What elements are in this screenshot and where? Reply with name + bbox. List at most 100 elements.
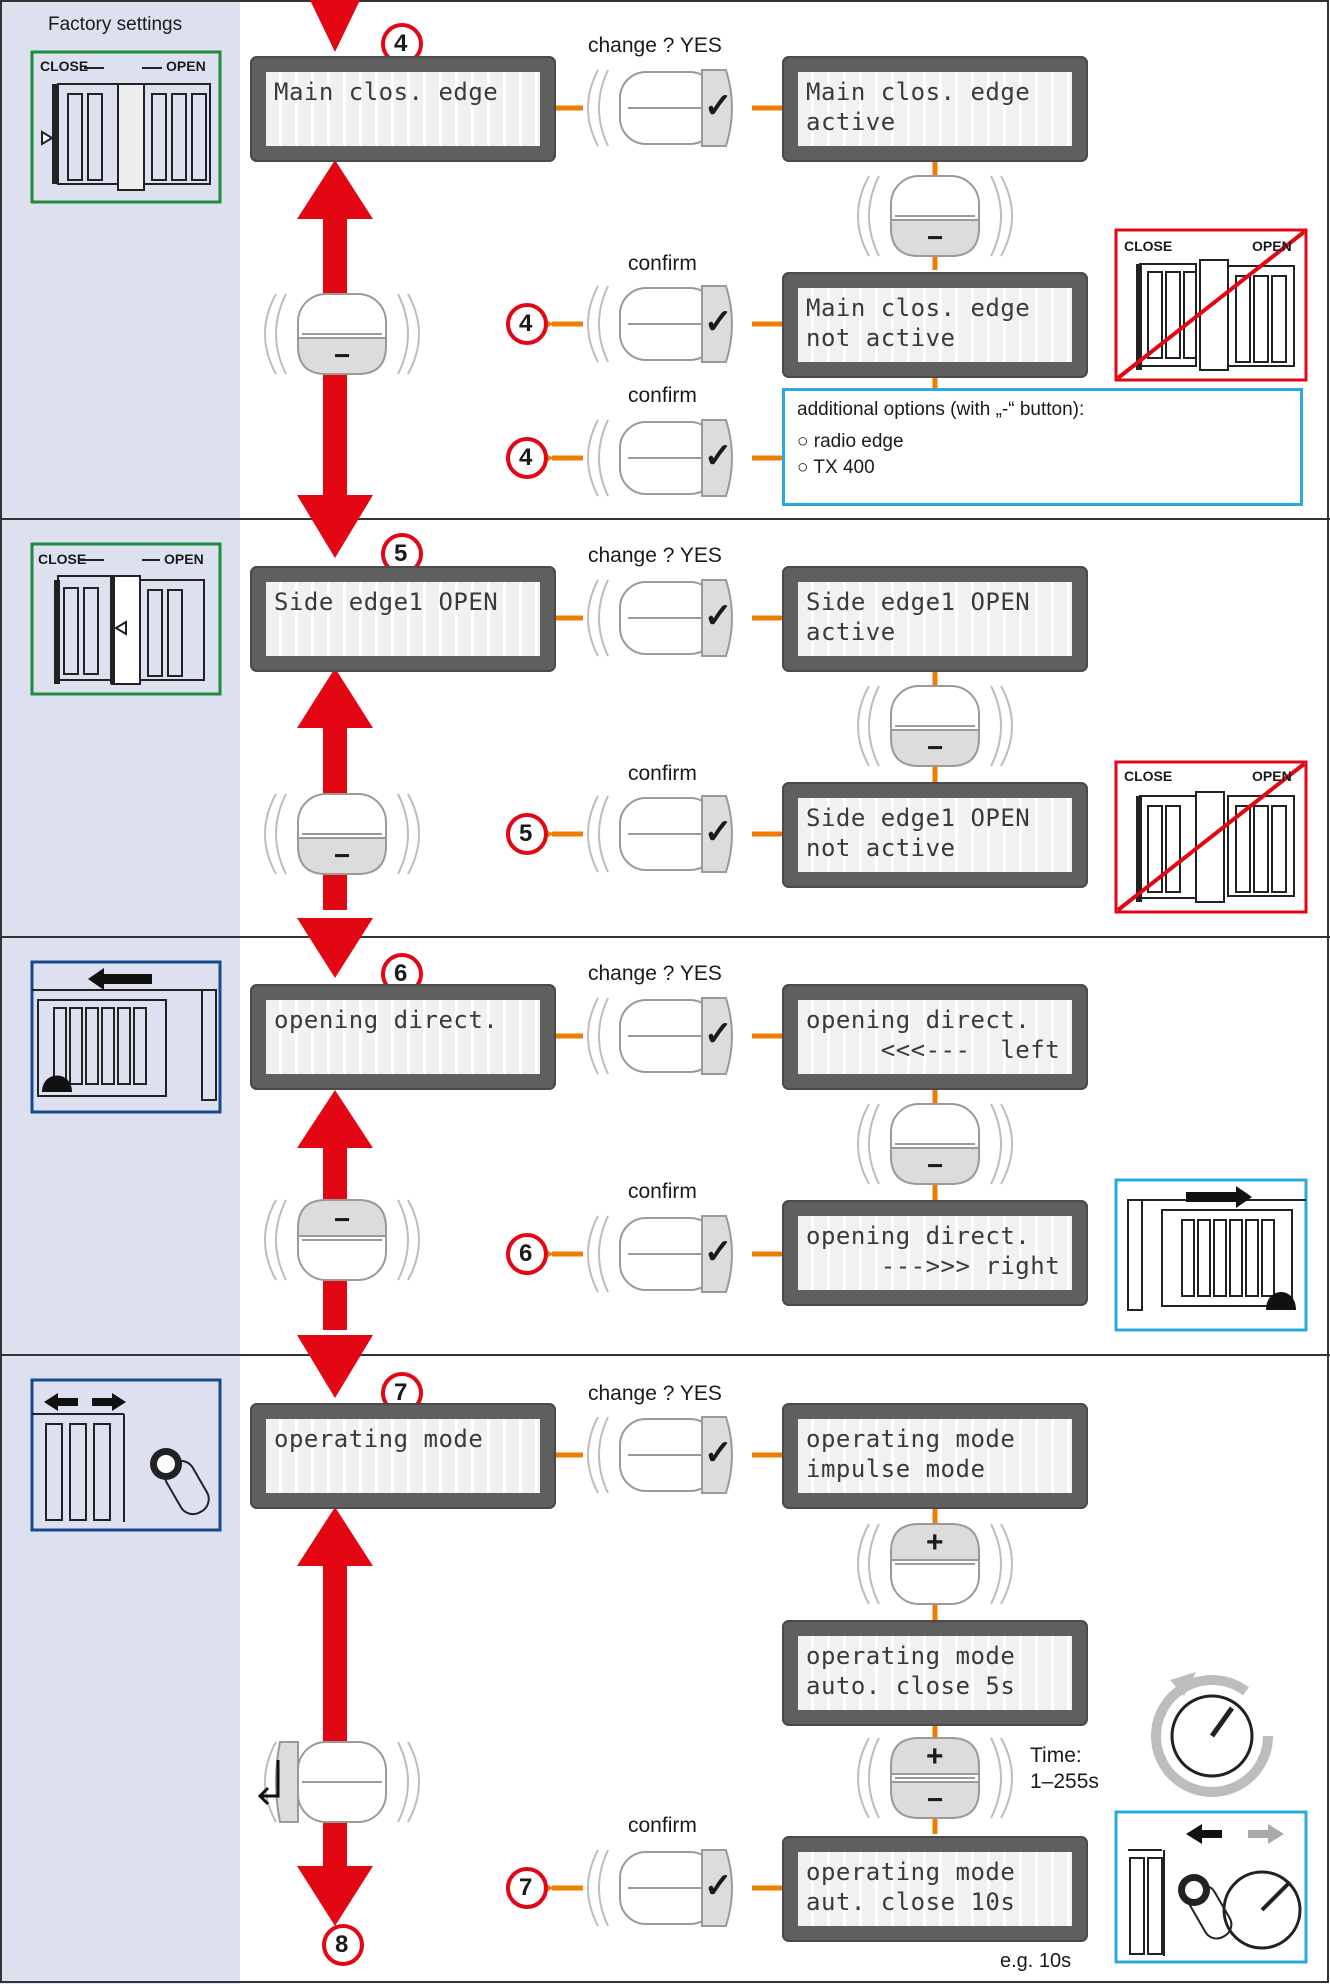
confirm-button (587, 285, 733, 363)
lcd-display: opening direct. <<<--- left (782, 984, 1088, 1090)
pictogram-direction-right (1114, 1178, 1308, 1332)
nav-button (264, 1199, 420, 1281)
confirm-label: confirm (628, 1814, 697, 1837)
close-label: CLOSE (40, 58, 89, 74)
lcd-display: Side edge1 OPEN (250, 566, 556, 672)
orange-connectors (544, 105, 938, 1893)
minus-button-icon[interactable]: − (927, 1150, 944, 1181)
nav-button (857, 1103, 1013, 1185)
change-label: change ? YES (588, 1382, 722, 1405)
confirm-button (587, 1416, 733, 1494)
step-number: 5 (519, 820, 533, 847)
step-number: 4 (519, 444, 533, 471)
close-label: CLOSE (1124, 238, 1173, 254)
confirm-button (587, 579, 733, 657)
step-number: 7 (394, 1379, 408, 1406)
confirm-button (587, 419, 733, 497)
confirm-button (587, 795, 733, 873)
option-item: ○ radio edge (797, 431, 904, 452)
pictogram-factory-5 (30, 542, 222, 696)
time-label: Time: (1030, 1744, 1082, 1767)
change-label: change ? YES (588, 34, 722, 57)
minus-button-icon[interactable]: − (927, 222, 944, 253)
main-flow-arrows (297, 0, 373, 1926)
nav-button (857, 1737, 1013, 1819)
step-number: 6 (394, 960, 408, 987)
confirm-button (587, 1849, 733, 1927)
enter-icon (257, 1760, 280, 1806)
plus-button-icon[interactable]: + (926, 1740, 944, 1773)
step-number: 5 (394, 540, 408, 567)
factory-settings-label: Factory settings (48, 14, 183, 35)
open-label: OPEN (164, 551, 204, 567)
options-title: additional options (with „-“ button): (797, 399, 1085, 420)
change-label: change ? YES (588, 544, 722, 567)
check-button-icon[interactable]: ✓ (704, 1867, 733, 1905)
confirm-label: confirm (628, 1180, 697, 1203)
plus-button-icon[interactable]: + (926, 1526, 944, 1559)
confirm-label: confirm (628, 384, 697, 407)
confirm-button (587, 1215, 733, 1293)
lcd-display: Main clos. edge (250, 56, 556, 162)
lcd-display: operating mode (250, 1403, 556, 1509)
pictogram-main-edge-disabled (1114, 228, 1308, 382)
radio-circle-icon: ○ (797, 457, 814, 478)
nav-button (264, 1741, 420, 1823)
pictogram-factory-7 (30, 1378, 222, 1532)
additional-options-box: additional options (with „-“ button): ○ … (782, 388, 1303, 506)
confirm-button (587, 69, 733, 147)
sidebar-band (0, 0, 240, 1984)
nav-button (264, 293, 420, 375)
minus-button-icon[interactable]: − (927, 732, 944, 763)
check-button-icon[interactable]: ✓ (704, 597, 733, 635)
minus-button-icon[interactable]: − (334, 340, 351, 371)
radio-circle-icon: ○ (797, 431, 814, 452)
confirm-button (587, 997, 733, 1075)
confirm-label: confirm (628, 762, 697, 785)
open-label: OPEN (1252, 768, 1292, 784)
confirm-label: confirm (628, 252, 697, 275)
check-button-icon[interactable]: ✓ (704, 1434, 733, 1472)
nav-button (857, 1523, 1013, 1605)
check-button-icon[interactable]: ✓ (704, 1233, 733, 1271)
pictogram-factory-6 (30, 960, 222, 1114)
minus-button-icon[interactable]: − (927, 1784, 944, 1815)
change-label: change ? YES (588, 962, 722, 985)
lcd-display: opening direct. (250, 984, 556, 1090)
pictogram-side-edge-disabled (1114, 760, 1308, 914)
step-number: 4 (394, 30, 408, 57)
minus-button-icon[interactable]: − (334, 1204, 351, 1235)
check-button-icon[interactable]: ✓ (704, 1015, 733, 1053)
timer-icon (1151, 1672, 1273, 1797)
minus-button-icon[interactable]: − (334, 840, 351, 871)
open-label: OPEN (166, 58, 206, 74)
option-item: ○ TX 400 (797, 457, 875, 478)
check-button-icon[interactable]: ✓ (704, 87, 733, 125)
nav-button (264, 793, 420, 875)
step-number: 6 (519, 1240, 533, 1267)
next-step-number: 8 (335, 1931, 349, 1958)
close-label: CLOSE (1124, 768, 1173, 784)
pictogram-factory-4 (30, 50, 222, 204)
close-label: CLOSE (38, 551, 87, 567)
pictogram-auto-close (1114, 1810, 1308, 1964)
nav-button (857, 685, 1013, 767)
example-label: e.g. 10s (1000, 1950, 1072, 1972)
step-number: 7 (519, 1874, 533, 1901)
time-range: 1–255s (1030, 1770, 1099, 1793)
check-button-icon[interactable]: ✓ (704, 437, 733, 475)
step-number: 4 (519, 310, 533, 337)
nav-button (857, 175, 1013, 257)
button-layer (257, 69, 1013, 1927)
check-button-icon[interactable]: ✓ (704, 303, 733, 341)
check-button-icon[interactable]: ✓ (704, 813, 733, 851)
